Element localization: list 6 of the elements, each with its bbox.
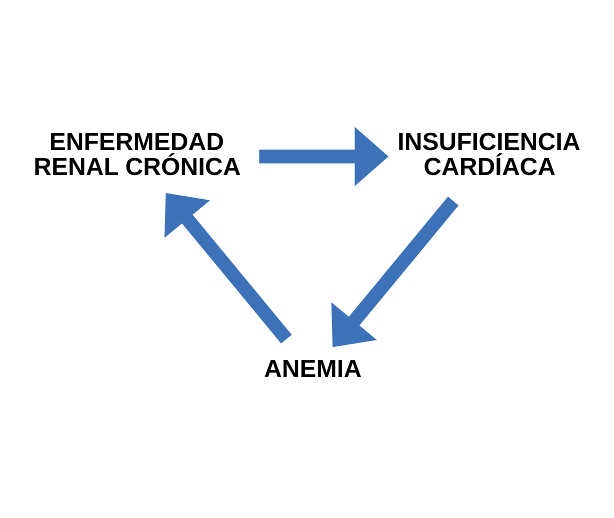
arrow [259,126,389,186]
node-text: ANEMIA [264,356,362,384]
arrow [164,193,292,344]
arrow [331,196,459,348]
node-text: INSUFICIENCIA CARDÍACA [397,129,580,181]
node-text: ENFERMEDAD RENAL CRÓNICA [34,129,241,181]
